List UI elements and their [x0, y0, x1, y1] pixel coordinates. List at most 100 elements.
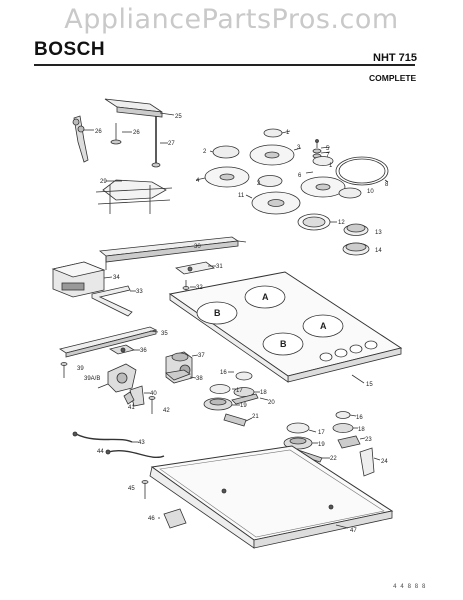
callout-18: 18 — [260, 390, 267, 396]
callout-31: 31 — [216, 264, 223, 270]
part-47-bottom-pan[interactable] — [149, 445, 394, 549]
part-45-screw[interactable] — [141, 480, 149, 500]
callout-30: 30 — [194, 244, 201, 250]
part-11-burner[interactable] — [245, 191, 301, 215]
part-2-cap[interactable] — [209, 145, 240, 159]
part-26-screw[interactable] — [110, 123, 132, 145]
callout-4: 4 — [196, 178, 200, 184]
callout-18b: 18 — [358, 427, 365, 433]
burner-label-small-1: B — [214, 308, 221, 318]
part-4-burner-ring[interactable] — [195, 166, 250, 188]
model-number: NHT 715 — [373, 52, 418, 64]
part-38-valve-body[interactable] — [165, 369, 197, 381]
callout-2b: 2 — [257, 181, 261, 187]
part-17-ring[interactable] — [209, 384, 236, 394]
callout-11: 11 — [238, 193, 245, 199]
part-3-burner-head[interactable] — [249, 144, 302, 166]
callout-23: 23 — [365, 437, 372, 443]
callout-38: 38 — [196, 376, 203, 382]
part-21-injector[interactable] — [223, 413, 253, 427]
part-8-grate-ring[interactable] — [335, 156, 389, 186]
part-13-knob-ring[interactable] — [343, 223, 369, 236]
part-23-injector[interactable] — [337, 435, 366, 449]
part-27-long-screw[interactable] — [151, 116, 168, 168]
part-33-angle-bracket[interactable] — [91, 285, 136, 317]
part-39ab-valve[interactable] — [97, 363, 137, 393]
brand-logo: BOSCH — [34, 39, 106, 60]
callout-1: 1 — [286, 130, 290, 136]
part-46-clip[interactable] — [158, 508, 187, 529]
part-44-wire[interactable] — [105, 449, 165, 459]
part-28-wire-connector[interactable] — [72, 115, 94, 163]
callout-8: 8 — [385, 182, 389, 188]
part-25-bracket[interactable] — [104, 98, 175, 118]
part-19-burner-base[interactable] — [203, 397, 240, 411]
callout-40: 40 — [150, 391, 157, 397]
part-24-bracket[interactable] — [359, 447, 381, 477]
part-29-clip[interactable] — [95, 179, 173, 214]
part-6-cap[interactable] — [305, 156, 334, 174]
callout-19b: 19 — [318, 442, 325, 448]
part-1-small-cap[interactable] — [263, 128, 291, 138]
part-15-cooktop-surface[interactable] — [168, 271, 403, 384]
part-18-base[interactable] — [233, 387, 260, 397]
part-18b-base[interactable] — [332, 423, 358, 433]
diagram-subtitle: COMPLETE — [369, 73, 417, 83]
burner-label-large-2: A — [320, 321, 327, 331]
callout-24: 24 — [381, 459, 388, 465]
callout-16: 16 — [220, 370, 227, 376]
callout-33: 33 — [136, 289, 143, 295]
part-20-tube[interactable] — [231, 393, 269, 405]
part-43-thermocouple[interactable] — [72, 431, 138, 443]
callout-1b: 1 — [329, 163, 333, 169]
callout-10: 10 — [367, 189, 374, 195]
callout-14: 14 — [375, 248, 382, 254]
part-31-bracket[interactable] — [175, 261, 216, 275]
part-16-cap[interactable] — [228, 371, 253, 381]
callout-26b: 26 — [133, 130, 140, 136]
callout-16b: 16 — [356, 415, 363, 421]
callout-29: 29 — [100, 179, 107, 185]
callout-7: 7 — [326, 153, 330, 159]
callout-43: 43 — [138, 440, 145, 446]
part-36-clamp[interactable] — [108, 344, 140, 355]
part-35-rail[interactable] — [59, 326, 159, 358]
callout-21: 21 — [252, 414, 259, 420]
part-7-burner[interactable] — [300, 176, 346, 198]
part-12-ring[interactable] — [297, 213, 337, 231]
part-17b-ring[interactable] — [286, 422, 317, 434]
callout-3: 3 — [297, 145, 301, 151]
callout-20: 20 — [268, 400, 275, 406]
part-41-clip[interactable] — [123, 391, 135, 405]
part-37-regulator[interactable] — [165, 351, 199, 384]
callout-27: 27 — [168, 141, 175, 147]
callout-26: 26 — [95, 129, 102, 135]
part-42-screw[interactable] — [148, 396, 156, 415]
part-30-rail[interactable] — [99, 236, 247, 270]
callout-41: 41 — [128, 405, 135, 411]
callout-5: 5 — [326, 146, 330, 152]
burner-label-large-1: A — [262, 292, 269, 302]
footer-code: 4 4 8 8 8 — [393, 583, 426, 590]
part-40-bracket[interactable] — [129, 385, 150, 407]
callout-35: 35 — [161, 331, 168, 337]
part-10-cap[interactable] — [338, 187, 362, 199]
header-rule — [34, 64, 415, 66]
callout-34: 34 — [113, 275, 120, 281]
callout-32: 32 — [196, 285, 203, 291]
callout-2: 2 — [203, 149, 207, 155]
part-2b-cap[interactable] — [257, 175, 283, 187]
callout-39: 39 — [77, 366, 84, 372]
callout-17b: 17 — [318, 430, 325, 436]
part-39-screw[interactable] — [60, 362, 68, 379]
callout-37: 37 — [198, 353, 205, 359]
part-34-control-box[interactable] — [51, 261, 113, 298]
callout-39ab: 39A/B — [84, 376, 100, 382]
callout-47: 47 — [350, 528, 357, 534]
callout-12: 12 — [338, 220, 345, 226]
callout-15: 15 — [366, 382, 373, 388]
part-14-knob-ring[interactable] — [342, 242, 370, 256]
part-16b-cap[interactable] — [335, 411, 357, 419]
callout-6: 6 — [298, 173, 302, 179]
